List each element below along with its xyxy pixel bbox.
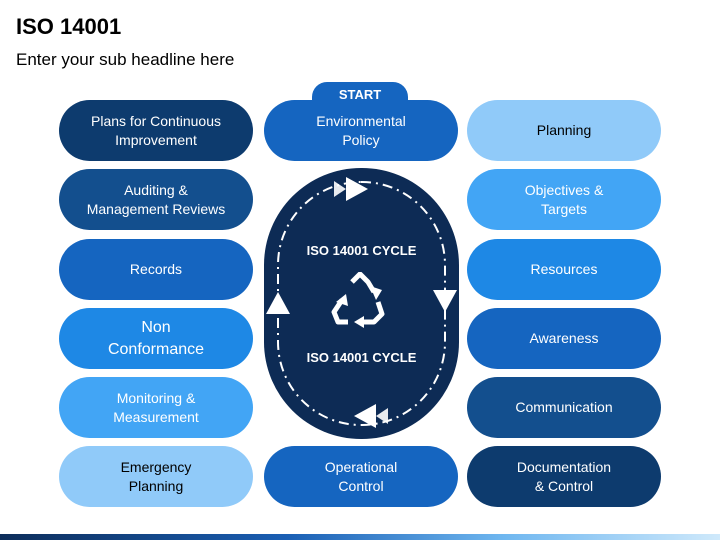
stage-monitoring-measurement: Monitoring & Measurement xyxy=(59,377,253,438)
stage-auditing-management-reviews: Auditing & Management Reviews xyxy=(59,169,253,230)
arrow-up-icon xyxy=(266,292,290,314)
stage-operational-control: Operational Control xyxy=(264,446,458,507)
stage-emergency-planning: Emergency Planning xyxy=(59,446,253,507)
page-subtitle: Enter your sub headline here xyxy=(16,50,235,69)
footer-bar xyxy=(0,534,720,540)
stage-resources: Resources xyxy=(467,239,661,300)
stage-awareness: Awareness xyxy=(467,308,661,369)
cycle-label-bottom: ISO 14001 CYCLE xyxy=(306,350,417,365)
page-title: ISO 14001 xyxy=(16,14,122,39)
stage-records: Records xyxy=(59,239,253,300)
arrow-down-icon xyxy=(433,290,457,312)
stage-objectives-targets: Objectives & Targets xyxy=(467,169,661,230)
cycle-label-top: ISO 14001 CYCLE xyxy=(306,243,417,258)
stage-environmental-policy: Environmental Policy xyxy=(264,100,458,161)
recycle-icon xyxy=(331,272,385,328)
cycle-diagram xyxy=(264,168,459,439)
cycle-background xyxy=(264,168,459,439)
arrow-left-icon xyxy=(354,404,376,428)
stage-non-conformance: Non Conformance xyxy=(59,308,253,369)
stage-documentation-control: Documentation & Control xyxy=(467,446,661,507)
stage-plans-for-continuous-improvement: Plans for Continuous Improvement xyxy=(59,100,253,161)
stage-communication: Communication xyxy=(467,377,661,438)
stage-planning: Planning xyxy=(467,100,661,161)
arrow-right-icon xyxy=(346,177,368,201)
